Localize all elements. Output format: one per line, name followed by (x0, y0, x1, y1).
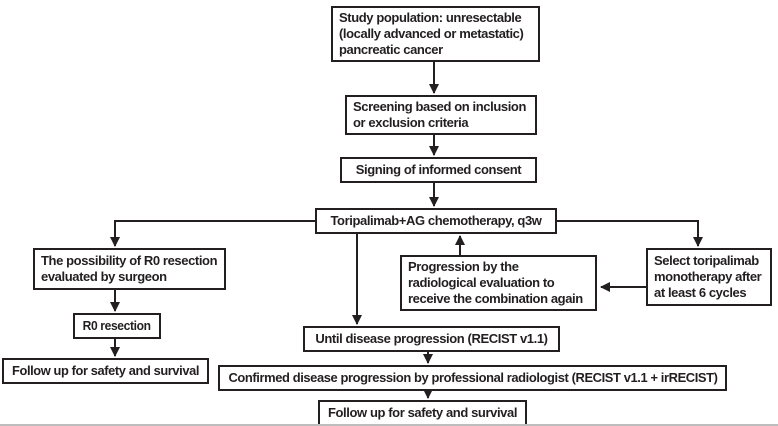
node-informed-consent: Signing of informed consent (340, 157, 537, 183)
node-r0-possibility-label: The possibility of R0 resection evaluate… (41, 253, 218, 284)
node-followup-left: Follow up for safety and survival (2, 358, 209, 384)
node-monotherapy-label: Select toripalimab monotherapy after at … (654, 253, 762, 300)
node-until-progression-label: Until disease progression (RECIST v1.1) (315, 331, 548, 346)
node-informed-consent-label: Signing of informed consent (355, 162, 522, 177)
node-followup-bottom-label: Follow up for safety and survival (327, 405, 518, 420)
figure-bottom-rule (0, 424, 778, 426)
node-r0-resection-label: R0 resection (82, 318, 152, 333)
node-until-progression: Until disease progression (RECIST v1.1) (303, 326, 560, 352)
node-confirmed-progression-label: Confirmed disease progression by profess… (227, 370, 718, 385)
node-combination-therapy-label: Toripalimab+AG chemotherapy, q3w (330, 213, 542, 228)
node-screening: Screening based on inclusion or exclusio… (345, 95, 537, 135)
arrow-combination-to-monotherapy (557, 220, 703, 247)
node-progression-again: Progression by the radiological evaluati… (400, 255, 597, 311)
arrow-combination-to-possibility (110, 220, 315, 247)
node-study-population-label: Study population: unresectable (locally … (339, 10, 524, 57)
node-r0-resection: R0 resection (73, 313, 161, 339)
node-r0-possibility: The possibility of R0 resection evaluate… (33, 248, 226, 290)
node-monotherapy: Select toripalimab monotherapy after at … (646, 248, 772, 306)
node-screening-label: Screening based on inclusion or exclusio… (353, 99, 527, 130)
node-combination-therapy: Toripalimab+AG chemotherapy, q3w (315, 208, 557, 234)
node-study-population: Study population: unresectable (locally … (331, 6, 540, 62)
node-confirmed-progression: Confirmed disease progression by profess… (218, 365, 727, 391)
node-followup-left-label: Follow up for safety and survival (12, 363, 199, 378)
node-followup-bottom: Follow up for safety and survival (318, 400, 527, 426)
node-progression-again-label: Progression by the radiological evaluati… (408, 259, 583, 306)
